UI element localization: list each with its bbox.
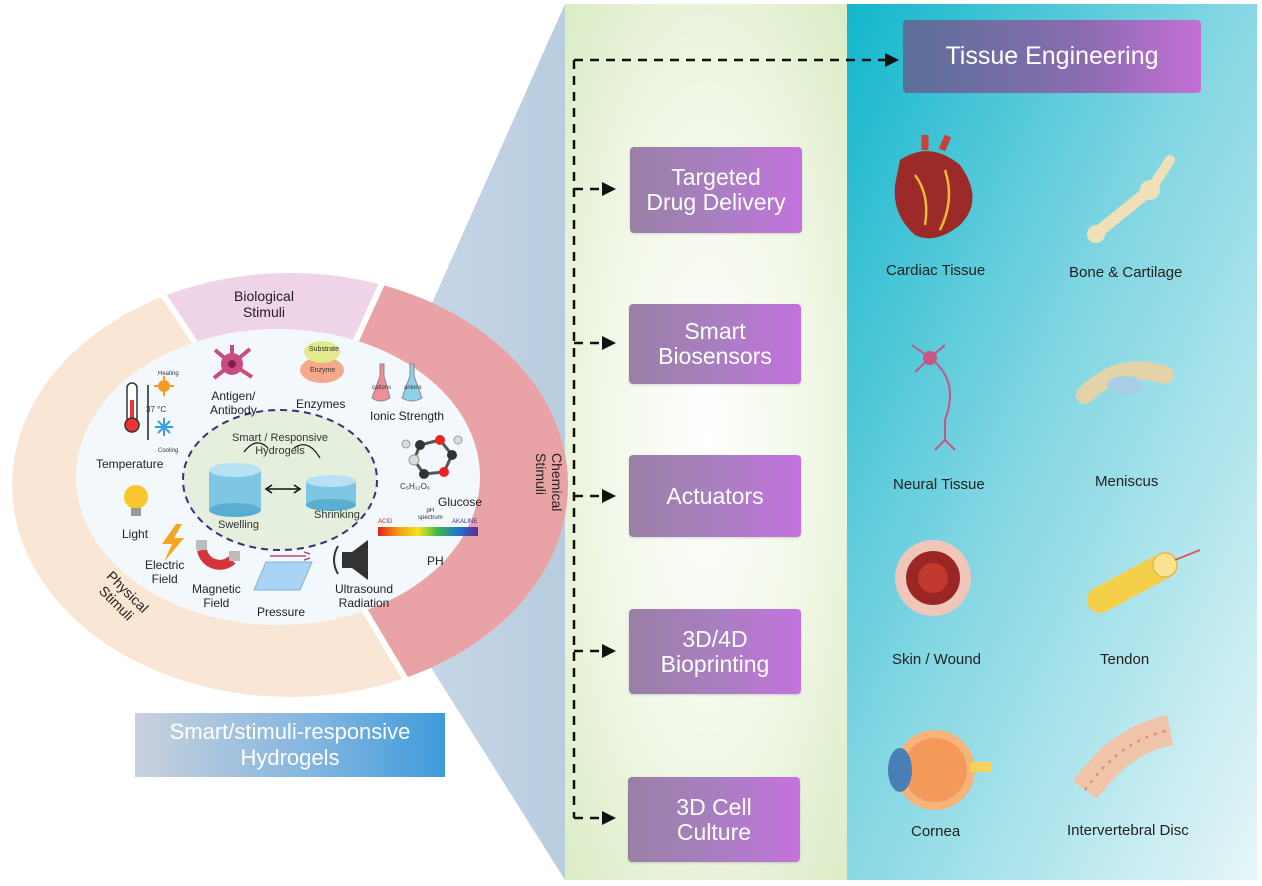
enzyme-substrate-icon [300, 341, 344, 383]
arrowheads [602, 53, 899, 825]
tissue-engineering-title: Tissue Engineering [903, 20, 1201, 93]
intervertebral-disc-label: Intervertebral Disc [1067, 822, 1189, 839]
biological-stimuli-label: Biological Stimuli [234, 288, 294, 320]
snowflake-icon [155, 418, 173, 436]
neural-tissue-label: Neural Tissue [893, 476, 985, 493]
dashed-connectors [572, 58, 885, 820]
tendon-label: Tendon [1100, 651, 1150, 668]
app-actuators: Actuators [629, 455, 801, 537]
pressure-plate-icon [253, 551, 313, 591]
temp-value-label: 37 °C [146, 405, 167, 414]
glucose-formula-label: C₆H₁₂O₆ [400, 482, 431, 491]
app-3d-cell-culture: 3D Cell Culture [628, 777, 800, 862]
temperature-label: Temperature [96, 457, 164, 471]
applications-panel [565, 4, 847, 880]
ph-spectrum-label: pH spectrum [418, 508, 443, 521]
tissue-panel [847, 4, 1257, 880]
acid-label: ACID [378, 519, 393, 525]
enzymes-label: Enzymes [296, 397, 346, 411]
speaker-icon [333, 540, 368, 580]
enzyme-label: Enzyme [310, 367, 336, 374]
swell-shrink-arrows-icon [243, 442, 321, 494]
thermometer-icon [124, 382, 149, 440]
hydrogel-center-title: Smart / Responsive Hydrogels [232, 432, 328, 457]
ultrasound-label: Ultrasound Radiation [335, 582, 394, 610]
light-label: Light [122, 527, 149, 541]
heart-icon [894, 134, 973, 239]
cooling-label: Cooling [158, 448, 179, 454]
cardiac-tissue-label: Cardiac Tissue [886, 262, 986, 279]
glucose-label: Glucose [438, 495, 483, 509]
anions-label: anions [404, 385, 422, 391]
bone-cartilage-label: Bone & Cartilage [1069, 264, 1183, 281]
app-targeted-drug-delivery: Targeted Drug Delivery [630, 147, 802, 233]
heating-label: Heating [158, 371, 179, 377]
app-smart-biosensors: Smart Biosensors [629, 304, 801, 384]
lightning-icon [162, 524, 184, 562]
ionic-strength-label: Ionic Strength [370, 409, 445, 423]
spine-icon [1072, 715, 1174, 799]
chemical-stimuli-label: Chemical Stimuli [533, 453, 565, 512]
substrate-label: Substrate [309, 346, 339, 353]
electric-field-label: Electric Field [145, 558, 185, 586]
shrinking-hydrogel-icon [306, 475, 356, 511]
cornea-label: Cornea [911, 823, 961, 840]
bone-icon [1087, 155, 1175, 243]
sun-icon [154, 376, 174, 396]
ph-label: PH [427, 554, 444, 568]
cations-label: cations [372, 385, 392, 391]
swelling-hydrogel-icon [209, 463, 261, 517]
eye-icon [888, 730, 992, 810]
neuron-icon [911, 344, 956, 451]
swelling-label: Swelling [218, 519, 259, 531]
magnet-icon [196, 540, 240, 570]
tendon-icon [1087, 549, 1201, 613]
wound-icon [895, 540, 971, 616]
ph-spectrum-bar [378, 527, 478, 536]
pressure-label: Pressure [257, 605, 306, 619]
shrinking-label: Shrinking [314, 509, 360, 521]
antigen-antibody-label: Antigen/ Antibody [210, 389, 257, 417]
hydrogels-title-box: Smart/stimuli-responsive Hydrogels [135, 713, 445, 777]
meniscus-icon [1076, 361, 1174, 404]
skin-wound-label: Skin / Wound [892, 651, 981, 668]
alkaline-label: AKALINE [452, 519, 478, 525]
light-bulb-icon [124, 485, 148, 516]
meniscus-label: Meniscus [1095, 473, 1159, 490]
antigen-antibody-icon [212, 345, 254, 380]
ionic-strength-icon [371, 363, 423, 402]
app-3d-4d-bioprinting: 3D/4D Bioprinting [629, 609, 801, 694]
magnetic-field-label: Magnetic Field [192, 582, 241, 610]
glucose-molecule-icon [401, 435, 463, 479]
